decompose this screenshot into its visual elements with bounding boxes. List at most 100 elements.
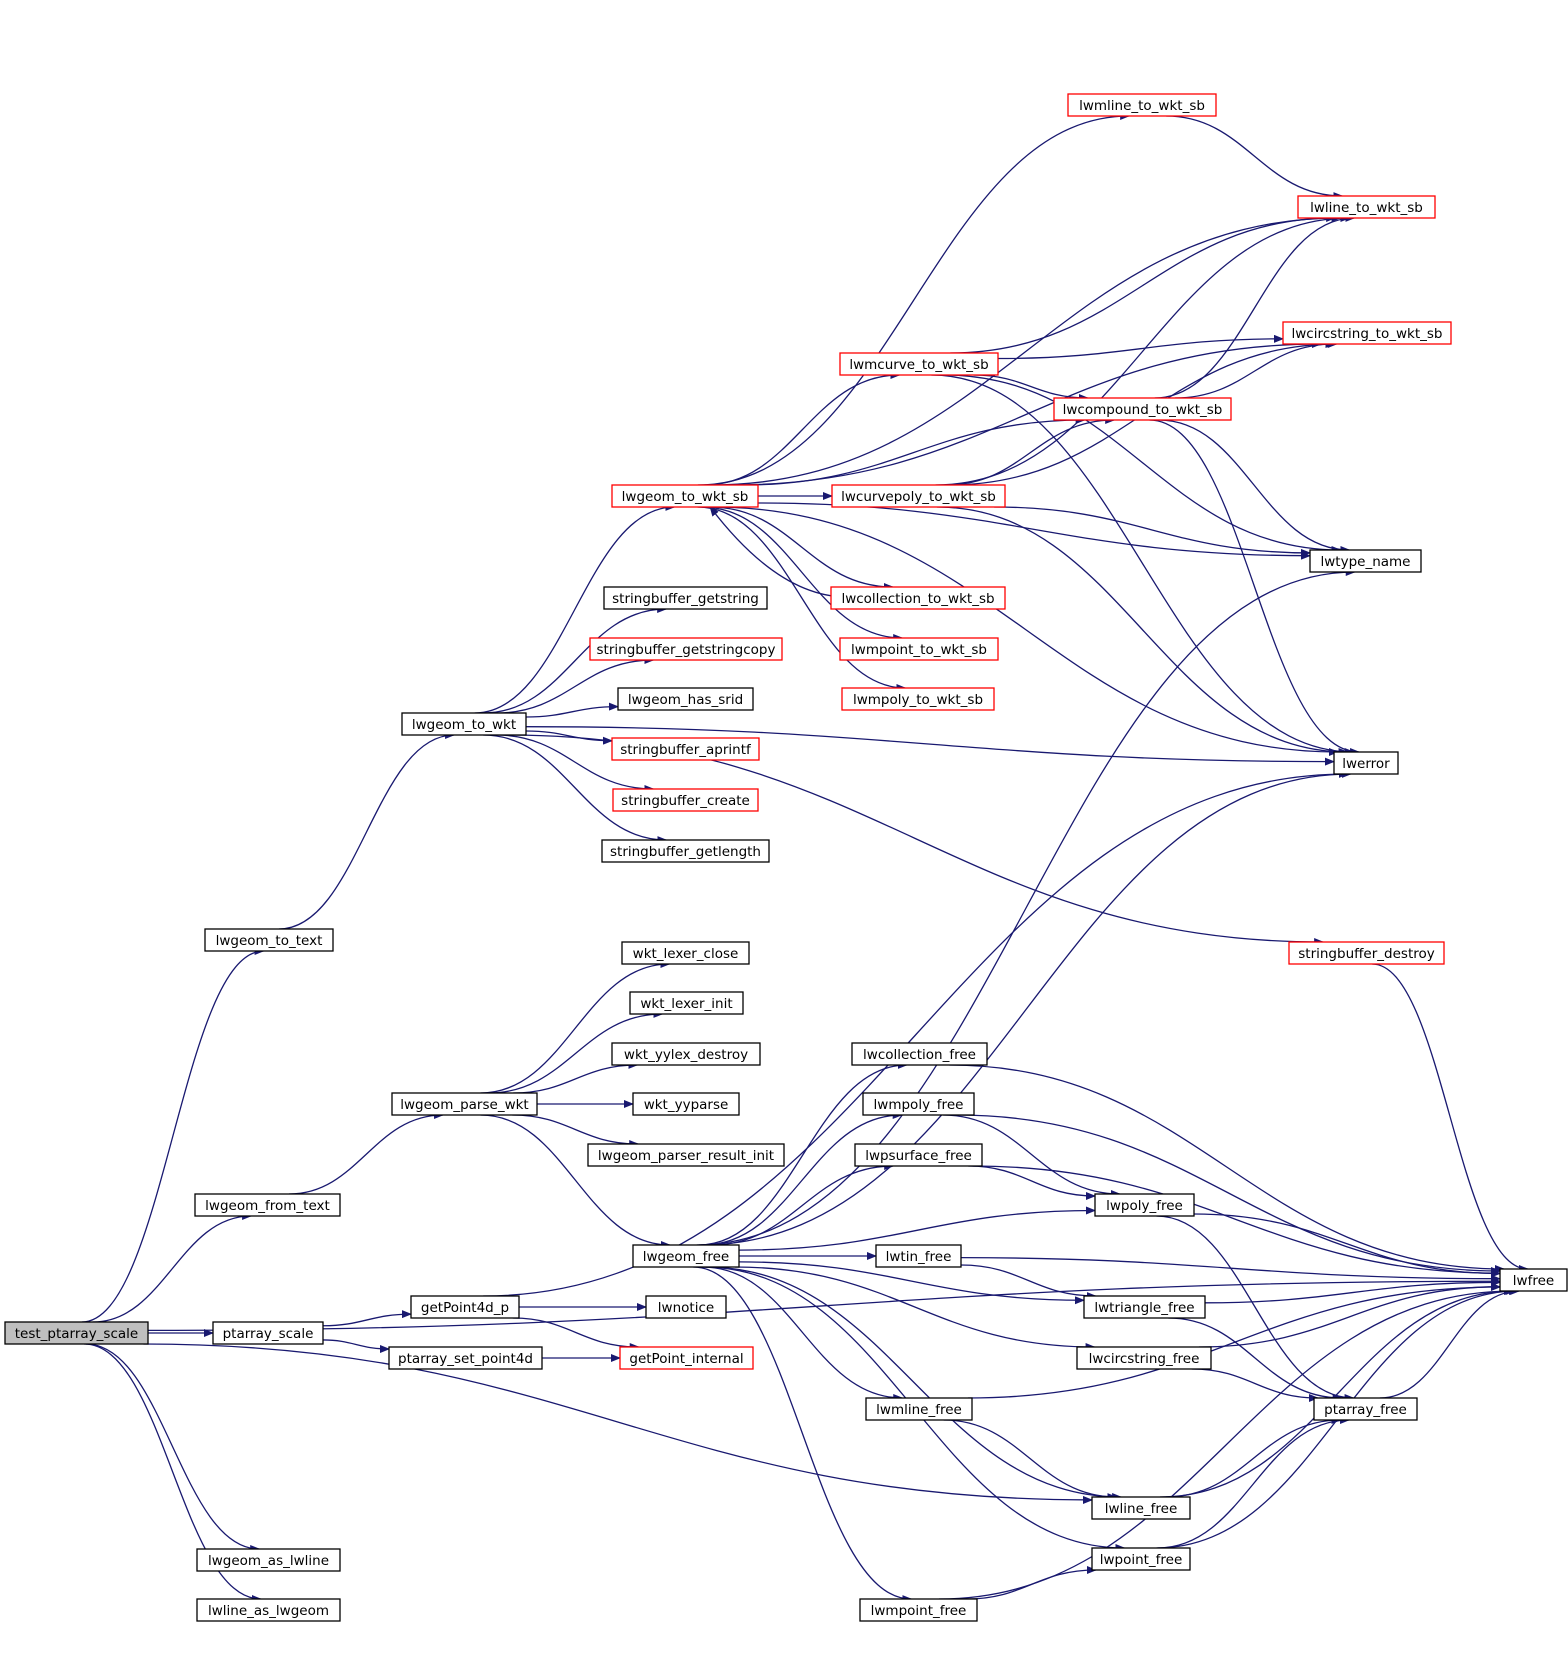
node-box[interactable] [1076,1346,1212,1370]
node-box[interactable] [1053,397,1232,421]
node-ptarray-free[interactable]: ptarray_free [1313,1397,1418,1421]
node-wkt-yyparse[interactable]: wkt_yyparse [632,1092,740,1116]
node-stringbuffer-aprintf[interactable]: stringbuffer_aprintf [611,737,760,761]
node-box[interactable] [851,1042,988,1066]
node-lwgeom-to-text[interactable]: lwgeom_to_text [204,928,334,952]
node-lwmline-free[interactable]: lwmline_free [865,1397,973,1421]
node-stringbuffer-getstring[interactable]: stringbuffer_getstring [603,586,768,610]
node-lwcurvepoly-to-wkt-sb[interactable]: lwcurvepoly_to_wkt_sb [831,484,1006,508]
node-lwgeom-to-wkt[interactable]: lwgeom_to_wkt [401,712,527,736]
node-box[interactable] [865,1397,973,1421]
node-ptarray-set-point4d[interactable]: ptarray_set_point4d [388,1346,543,1370]
node-box[interactable] [611,737,760,761]
node-box[interactable] [1313,1397,1418,1421]
node-lwmpoint-free[interactable]: lwmpoint_free [859,1598,978,1622]
node-box[interactable] [1091,1547,1191,1571]
node-wkt-lexer-init[interactable]: wkt_lexer_init [629,991,744,1015]
node-box[interactable] [854,1143,983,1167]
node-box[interactable] [196,1548,341,1572]
node-lwgeom-as-lwline[interactable]: lwgeom_as_lwline [196,1548,341,1572]
node-lwmpoint-to-wkt-sb[interactable]: lwmpoint_to_wkt_sb [839,637,999,661]
node-box[interactable] [212,1321,324,1345]
node-lwpoly-free[interactable]: lwpoly_free [1094,1193,1195,1217]
node-box[interactable] [1083,1295,1206,1319]
node-box[interactable] [611,484,759,508]
node-box[interactable] [629,991,744,1015]
node-box[interactable] [1094,1193,1195,1217]
node-wkt-yylex-destroy[interactable]: wkt_yylex_destroy [611,1042,761,1066]
node-lwgeom-parse-wkt[interactable]: lwgeom_parse_wkt [391,1092,538,1116]
node-box[interactable] [621,941,750,965]
node-lwtriangle-free[interactable]: lwtriangle_free [1083,1295,1206,1319]
node-lwmpoly-free[interactable]: lwmpoly_free [862,1092,975,1116]
node-box[interactable] [831,484,1006,508]
node-lwmcurve-to-wkt-sb[interactable]: lwmcurve_to_wkt_sb [839,352,999,376]
node-box[interactable] [587,1143,785,1167]
node-box[interactable] [1499,1268,1568,1292]
node-box[interactable] [619,1346,754,1370]
node-box[interactable] [603,586,768,610]
node-box[interactable] [612,788,759,812]
node-ptarray-scale[interactable]: ptarray_scale [212,1321,324,1345]
node-box[interactable] [862,1092,975,1116]
node-lwcollection-free[interactable]: lwcollection_free [851,1042,988,1066]
node-box[interactable] [859,1598,978,1622]
node-lwline-as-lwgeom[interactable]: lwline_as_lwgeom [196,1598,341,1622]
node-lwgeom-has-srid[interactable]: lwgeom_has_srid [617,687,754,711]
node-box[interactable] [611,1042,761,1066]
node-lwtype-name[interactable]: lwtype_name [1309,549,1422,573]
node-lwcompound-to-wkt-sb[interactable]: lwcompound_to_wkt_sb [1053,397,1232,421]
node-box[interactable] [645,1295,727,1319]
node-box[interactable] [1333,751,1399,775]
node-lwgeom-to-wkt-sb[interactable]: lwgeom_to_wkt_sb [611,484,759,508]
node-box[interactable] [4,1321,149,1345]
node-box[interactable] [391,1092,538,1116]
node-box[interactable] [830,586,1006,610]
node-box[interactable] [1309,549,1422,573]
node-lwfree[interactable]: lwfree [1499,1268,1568,1292]
node-box[interactable] [601,839,770,863]
node-lwmline-to-wkt-sb[interactable]: lwmline_to_wkt_sb [1067,93,1217,117]
node-box[interactable] [589,637,783,661]
node-box[interactable] [1297,195,1436,219]
node-box[interactable] [839,352,999,376]
node-lwcircstring-free[interactable]: lwcircstring_free [1076,1346,1212,1370]
node-box[interactable] [1282,321,1452,345]
node-box[interactable] [1091,1496,1191,1520]
node-lwcollection-to-wkt-sb[interactable]: lwcollection_to_wkt_sb [830,586,1006,610]
node-lwpoint-free[interactable]: lwpoint_free [1091,1547,1191,1571]
node-box[interactable] [875,1244,962,1268]
node-box[interactable] [410,1295,520,1319]
node-box[interactable] [1067,93,1217,117]
node-getPoint-internal[interactable]: getPoint_internal [619,1346,754,1370]
node-lwerror[interactable]: lwerror [1333,751,1399,775]
node-test-ptarray-scale[interactable]: test_ptarray_scale [4,1321,149,1345]
node-getPoint4d-p[interactable]: getPoint4d_p [410,1295,520,1319]
node-lwnotice[interactable]: lwnotice [645,1295,727,1319]
node-box[interactable] [632,1244,740,1268]
node-box[interactable] [388,1346,543,1370]
node-lwgeom-free[interactable]: lwgeom_free [632,1244,740,1268]
node-box[interactable] [1288,941,1445,965]
node-lwcircstring-to-wkt-sb[interactable]: lwcircstring_to_wkt_sb [1282,321,1452,345]
node-lwtin-free[interactable]: lwtin_free [875,1244,962,1268]
node-lwpsurface-free[interactable]: lwpsurface_free [854,1143,983,1167]
node-box[interactable] [617,687,754,711]
node-box[interactable] [839,637,999,661]
node-box[interactable] [204,928,334,952]
node-stringbuffer-getstringcopy[interactable]: stringbuffer_getstringcopy [589,637,783,661]
node-lwmpoly-to-wkt-sb[interactable]: lwmpoly_to_wkt_sb [841,687,995,711]
node-box[interactable] [194,1193,341,1217]
node-wkt-lexer-close[interactable]: wkt_lexer_close [621,941,750,965]
node-stringbuffer-destroy[interactable]: stringbuffer_destroy [1288,941,1445,965]
node-stringbuffer-getlength[interactable]: stringbuffer_getlength [601,839,770,863]
node-lwline-to-wkt-sb[interactable]: lwline_to_wkt_sb [1297,195,1436,219]
node-lwgeom-parser-result-init[interactable]: lwgeom_parser_result_init [587,1143,785,1167]
node-box[interactable] [401,712,527,736]
node-box[interactable] [196,1598,341,1622]
node-box[interactable] [632,1092,740,1116]
node-lwline-free[interactable]: lwline_free [1091,1496,1191,1520]
node-box[interactable] [841,687,995,711]
node-lwgeom-from-text[interactable]: lwgeom_from_text [194,1193,341,1217]
node-stringbuffer-create[interactable]: stringbuffer_create [612,788,759,812]
